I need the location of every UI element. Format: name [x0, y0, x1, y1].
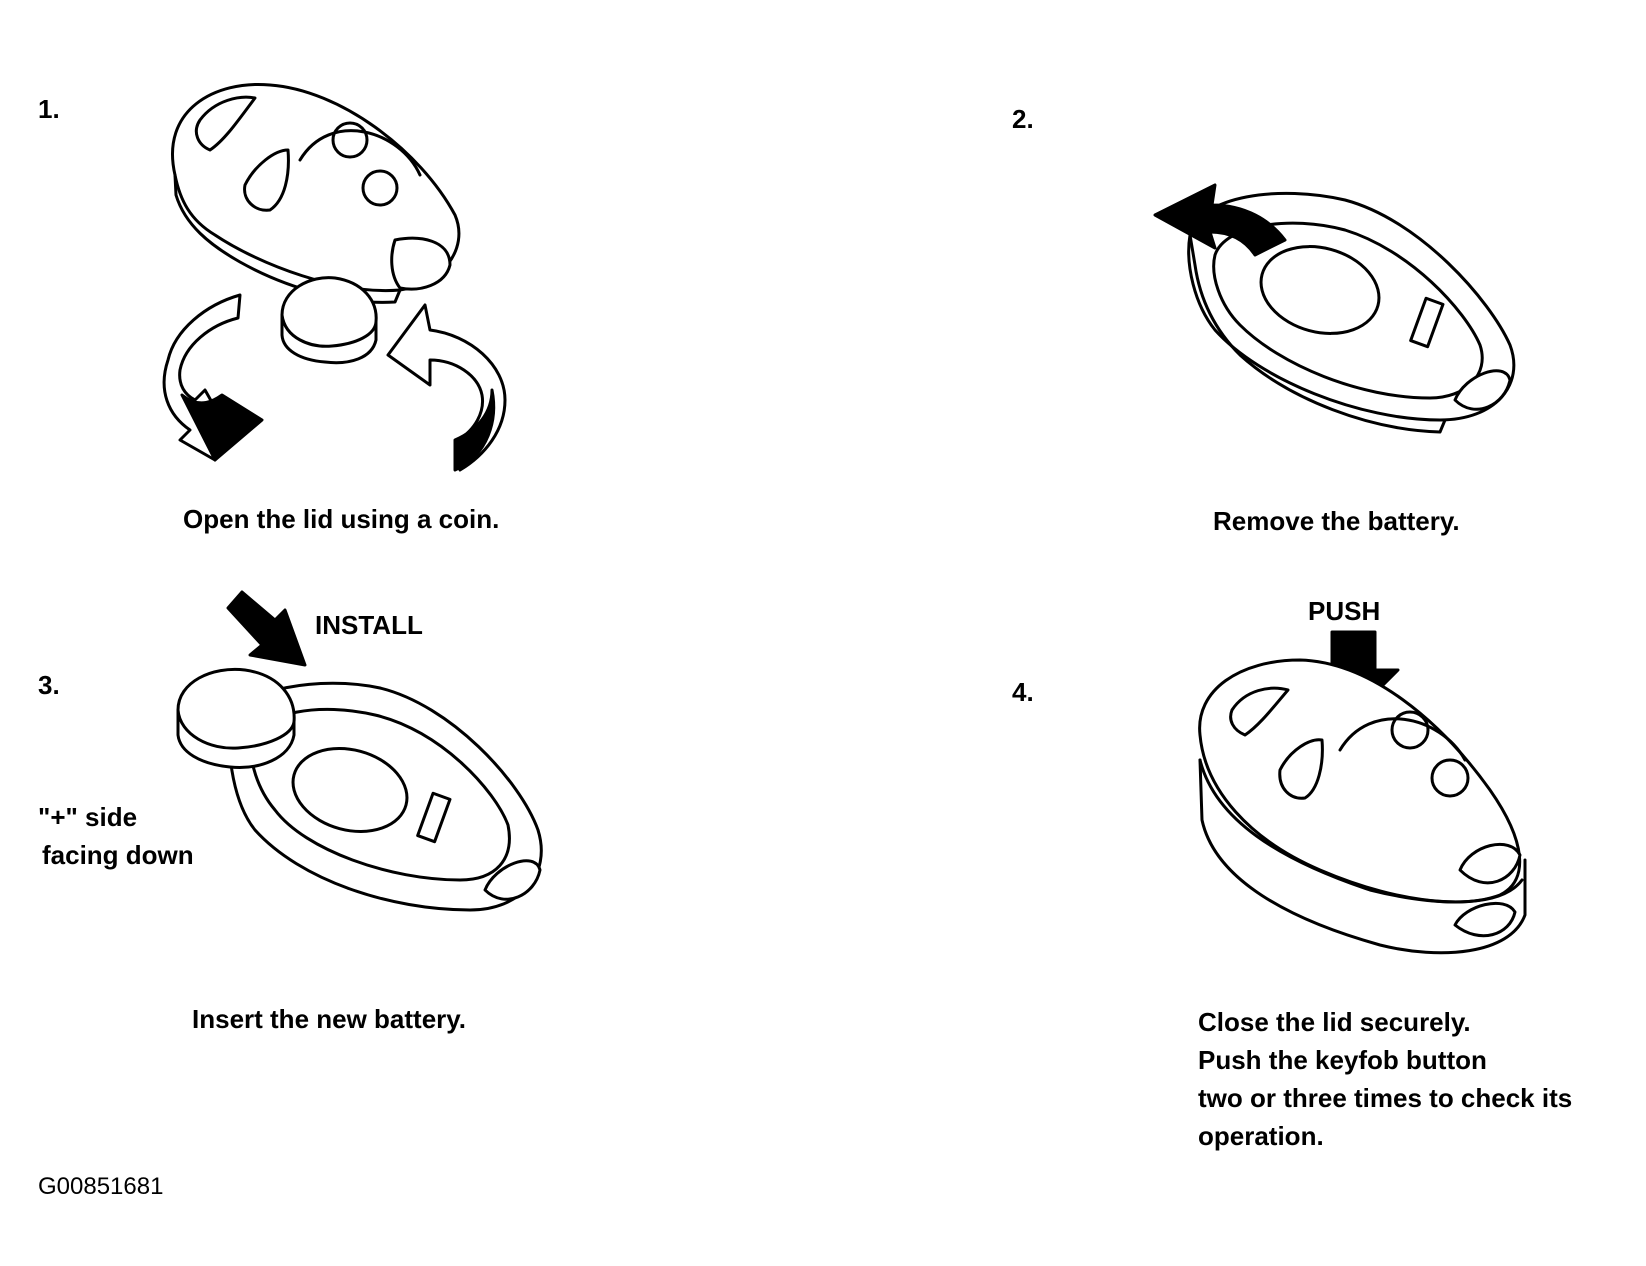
step-3-number: 3. [38, 670, 60, 700]
step-4-caption-line1: Close the lid securely. [1198, 1007, 1471, 1037]
step3-install-arrow [226, 590, 307, 667]
step4-closed-fob-illustration [1198, 658, 1527, 955]
step2-lift-arrow [1153, 183, 1287, 257]
step1-left-rotate-arrow [162, 293, 264, 462]
step-1-number: 1. [38, 94, 60, 124]
step3-fob-base-illustration [228, 681, 543, 912]
step-4-push-label: PUSH [1308, 596, 1381, 626]
step1-coin-illustration [280, 276, 378, 365]
step-4-caption-line4: operation. [1198, 1121, 1324, 1151]
step2-fob-base-illustration [1187, 191, 1516, 434]
step-1-caption: Open the lid using a coin. [183, 504, 500, 534]
step1-fob-cover-illustration [171, 82, 461, 304]
step-4-caption-line3: two or three times to check its [1198, 1083, 1573, 1113]
step-3-install-label: INSTALL [315, 610, 423, 640]
step-4-caption-line2: Push the keyfob button [1198, 1045, 1487, 1075]
step-2-number: 2. [1012, 104, 1034, 134]
step3-battery-illustration [176, 667, 296, 769]
step1-right-rotate-arrow [386, 303, 507, 472]
step-2-caption: Remove the battery. [1213, 506, 1460, 536]
step-3-caption: Insert the new battery. [192, 1004, 467, 1034]
step-4-number: 4. [1012, 677, 1034, 707]
figure-code: G00851681 [38, 1173, 164, 1200]
step-3-side-note-line1: "+" side [38, 802, 138, 832]
step-3-side-note-line2: facing down [42, 840, 194, 870]
